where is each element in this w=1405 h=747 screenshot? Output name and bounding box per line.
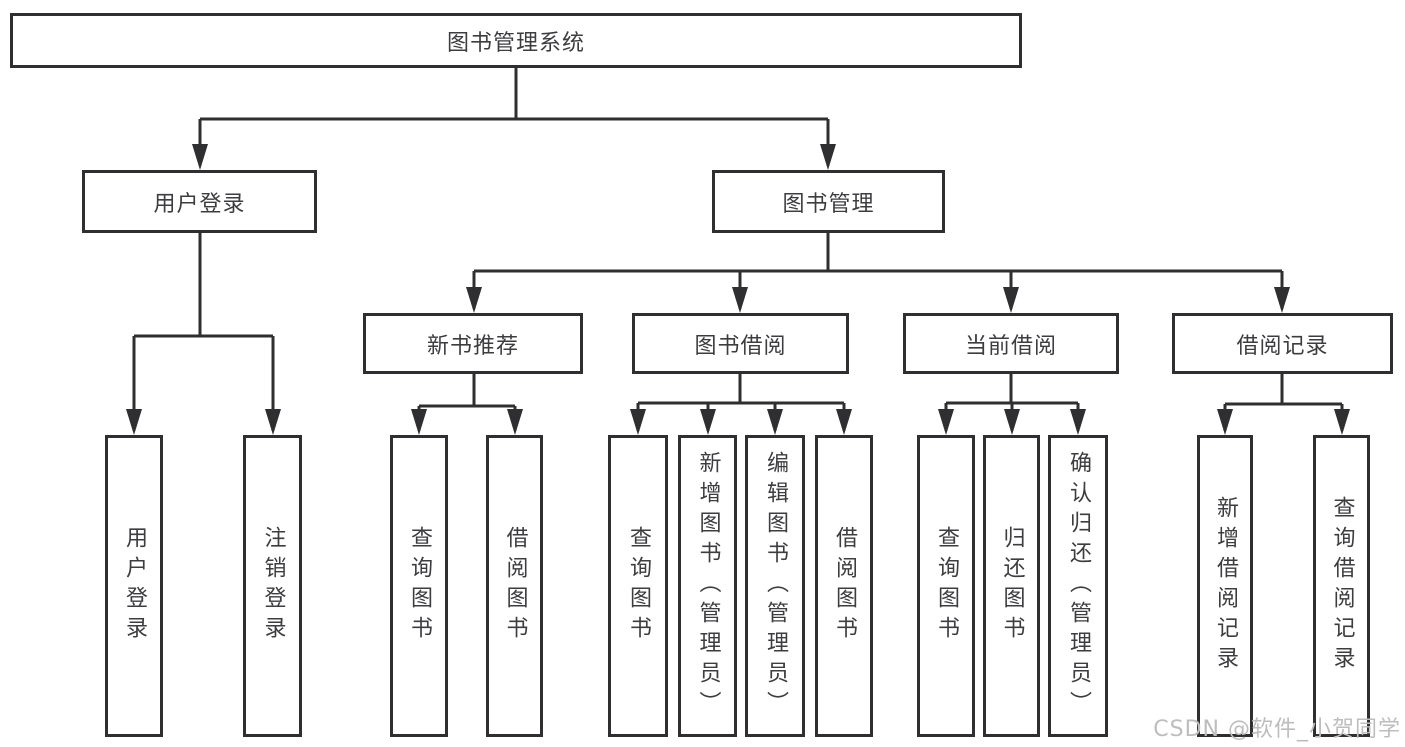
- leaf-borrow-edit-books-admin: 编辑图书（管理员）: [745, 435, 805, 737]
- leaf-record-query-borrow-record: 查询借阅记录: [1313, 435, 1370, 737]
- leaf-newrec-query-books: 查询图书: [390, 435, 448, 737]
- leaf-record-add-borrow-record: 新增借阅记录: [1197, 435, 1253, 737]
- csdn-watermark: CSDN @软件_小贺同学: [1153, 717, 1401, 742]
- leaf-user-login: 用户登录: [105, 435, 163, 737]
- leaf-current-query-books: 查询图书: [917, 435, 975, 737]
- node-new-book-recommend: 新书推荐: [363, 313, 583, 374]
- node-borrow-record: 借阅记录: [1172, 313, 1393, 374]
- node-book-management: 图书管理: [712, 170, 945, 233]
- node-root-system: 图书管理系统: [10, 13, 1022, 68]
- leaf-current-confirm-return-admin: 确认归还（管理员）: [1048, 435, 1108, 737]
- leaf-current-return-books: 归还图书: [983, 435, 1040, 737]
- leaf-logout: 注销登录: [243, 435, 302, 737]
- leaf-borrow-add-books-admin: 新增图书（管理员）: [678, 435, 737, 737]
- node-current-borrow: 当前借阅: [903, 313, 1119, 374]
- leaf-borrow-borrow-books: 借阅图书: [815, 435, 873, 737]
- node-user-login: 用户登录: [82, 170, 317, 233]
- node-book-borrow: 图书借阅: [632, 313, 849, 374]
- leaf-borrow-query-books: 查询图书: [608, 435, 668, 737]
- leaf-newrec-borrow-books: 借阅图书: [486, 435, 543, 737]
